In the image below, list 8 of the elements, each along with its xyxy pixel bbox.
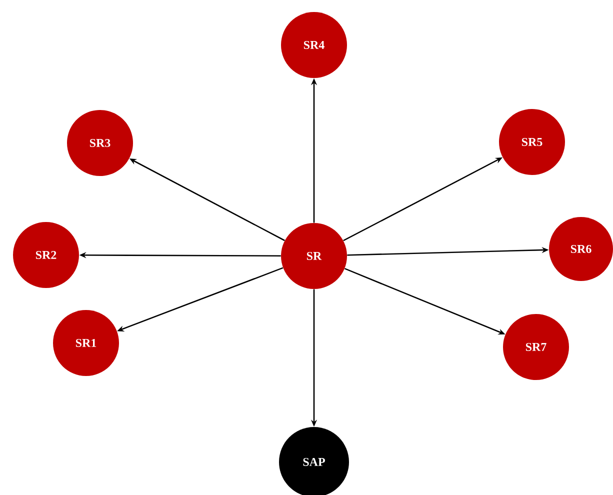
circle-node: SR7 (503, 314, 569, 380)
circle-node: SR5 (499, 109, 565, 175)
circle-node: SR6 (549, 217, 613, 281)
circle-node: SR (281, 223, 347, 289)
circle-node: SR4 (281, 12, 347, 78)
circle-node: SR3 (67, 110, 133, 176)
circle-node: SR2 (13, 222, 79, 288)
circle-node: SR1 (53, 310, 119, 376)
